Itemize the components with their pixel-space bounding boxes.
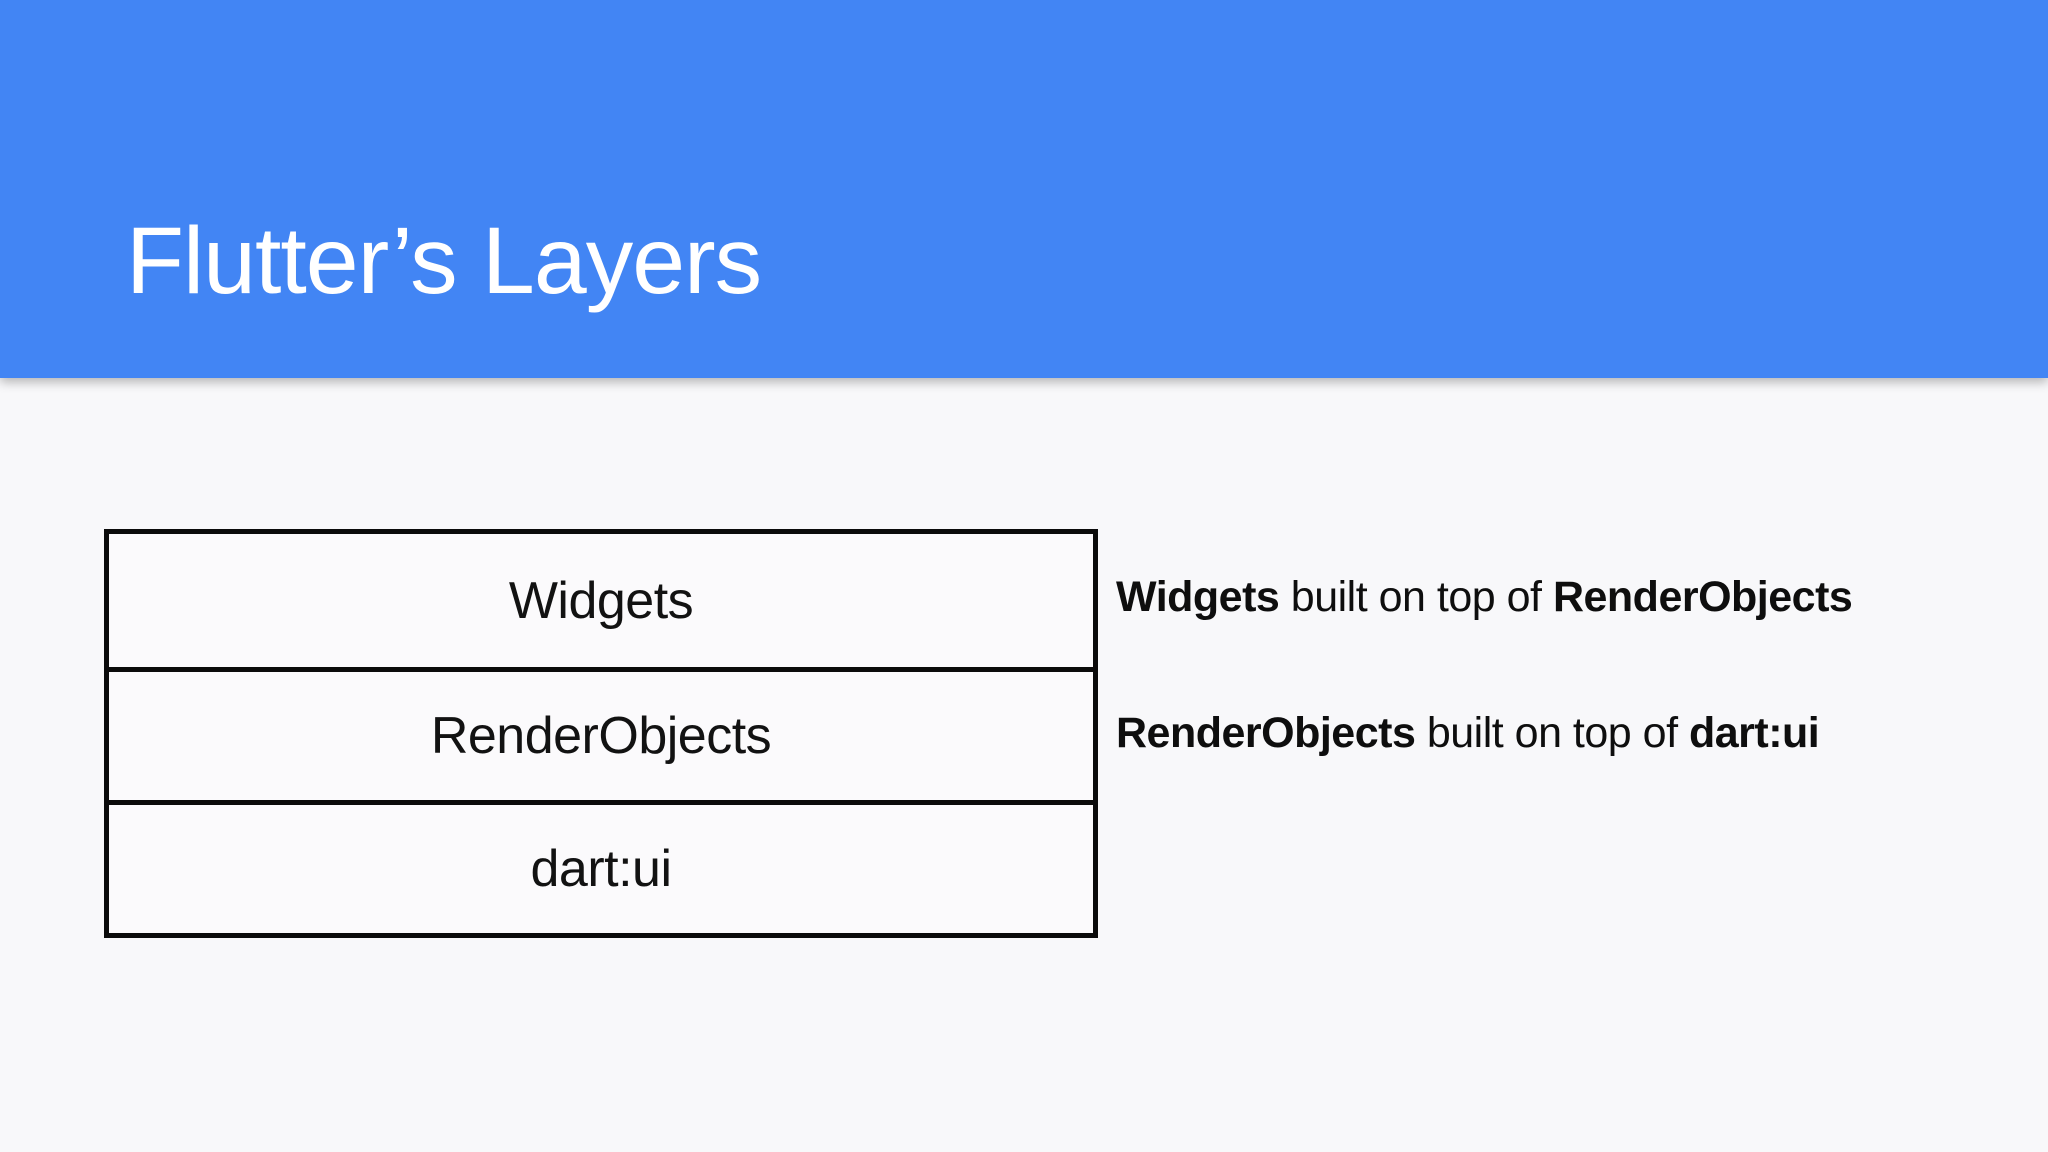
annotation-renderobjects: RenderObjects built on top of dart:ui xyxy=(1116,665,2016,801)
layer-row-renderobjects: RenderObjects xyxy=(109,667,1093,800)
annotation-connector: built on top of xyxy=(1279,572,1553,621)
annotation-connector: built on top of xyxy=(1415,708,1689,757)
annotation-term: RenderObjects xyxy=(1116,708,1416,757)
layer-row-dartui: dart:ui xyxy=(109,800,1093,933)
slide-title: Flutter’s Layers xyxy=(126,208,762,314)
slide-header: Flutter’s Layers xyxy=(0,0,2048,378)
annotation-term: Widgets xyxy=(1116,572,1280,621)
annotation-term: dart:ui xyxy=(1688,708,1820,757)
layer-label-dartui: dart:ui xyxy=(530,840,672,898)
annotation-widgets: Widgets built on top of RenderObjects xyxy=(1116,529,2016,665)
layer-label-renderobjects: RenderObjects xyxy=(430,707,772,765)
layer-stack-diagram: Widgets RenderObjects dart:ui xyxy=(104,529,1098,938)
layer-label-widgets: Widgets xyxy=(508,571,694,630)
annotation-term: RenderObjects xyxy=(1552,572,1853,621)
layer-row-widgets: Widgets xyxy=(109,534,1093,667)
annotations-column: Widgets built on top of RenderObjects Re… xyxy=(1116,529,2016,938)
